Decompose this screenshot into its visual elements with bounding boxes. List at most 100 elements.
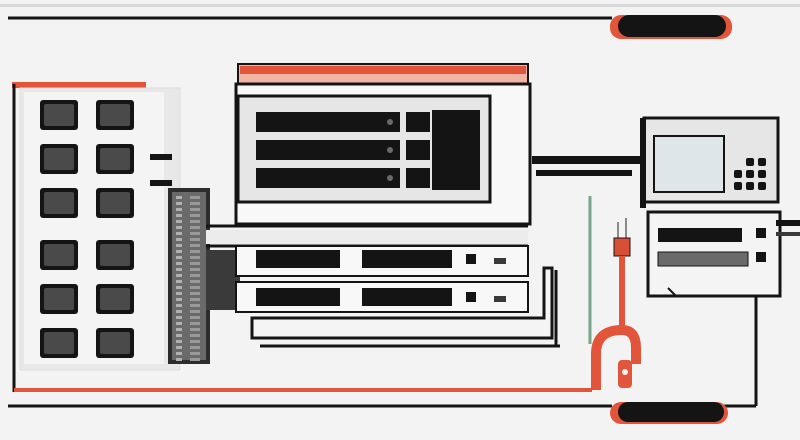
connector-pin (176, 346, 182, 349)
connector-pin (176, 226, 182, 229)
connector-pin (190, 304, 200, 307)
connector-column (168, 188, 240, 364)
connector-pin (176, 328, 182, 331)
rack-led (387, 119, 393, 125)
connector-pin (190, 316, 200, 319)
server-rack-icon (206, 63, 560, 348)
connector-pin (190, 292, 200, 295)
connector-pin (190, 358, 200, 361)
rack-window-side (406, 112, 430, 132)
connector-pin (190, 280, 200, 283)
keypad-button-face (100, 332, 130, 354)
connector-pin (190, 196, 200, 199)
monitor-screen (653, 135, 725, 193)
plug-cable-icon (591, 218, 641, 390)
connector-pin (190, 310, 200, 313)
connector-pin (176, 250, 182, 253)
connector-pin (176, 214, 182, 217)
connector-pin (176, 334, 182, 337)
connector-pin (176, 322, 182, 325)
connector-pin (176, 232, 182, 235)
rack-led (387, 147, 393, 153)
connector-pin (190, 328, 200, 331)
keypad-button-face (44, 148, 74, 170)
bottom-rail-cap (618, 402, 724, 422)
connector-pin (190, 334, 200, 337)
control-monitor-icon (640, 116, 800, 298)
monitor-buttons (734, 158, 766, 190)
connector-pin (190, 286, 200, 289)
connector-pin (190, 244, 200, 247)
rack-led (387, 175, 393, 181)
connector-pin (176, 352, 182, 355)
connector-pin (176, 316, 182, 319)
keypad-button-face (44, 332, 74, 354)
monitor-button (758, 170, 766, 178)
keypad-button-face (100, 244, 130, 266)
monitor-button (758, 158, 766, 166)
connector-pin (176, 358, 182, 361)
keypad-button-face (100, 104, 130, 126)
connector-pin (176, 292, 182, 295)
connector-stripes (176, 196, 200, 361)
connector-pin (190, 298, 200, 301)
connector-pin (176, 208, 182, 211)
rack-windows (256, 112, 430, 188)
keypad-button-face (44, 104, 74, 126)
bottom-rail (8, 296, 758, 424)
connector-pin (190, 322, 200, 325)
connector-pin (190, 208, 200, 211)
rack-window (256, 112, 400, 132)
keypad-panel-icon (12, 82, 181, 392)
keypad-button-face (44, 192, 74, 214)
connector-pin (190, 268, 200, 271)
monitor-button (746, 170, 754, 178)
connector-pin (190, 250, 200, 253)
connector-pin (176, 220, 182, 223)
monitor-button (758, 182, 766, 190)
keypad-button-face (44, 288, 74, 310)
keypad-button-face (100, 192, 130, 214)
connector-pin (176, 310, 182, 313)
connector-pin (176, 268, 182, 271)
monitor-button (746, 182, 754, 190)
connector-pin (190, 214, 200, 217)
top-rail (0, 4, 800, 39)
connector-pin (176, 196, 182, 199)
connector-pin (190, 352, 200, 355)
connector-pin (176, 256, 182, 259)
keypad-button-face (100, 148, 130, 170)
rack-window (256, 140, 400, 160)
keypad-buttons (40, 100, 134, 358)
rack-window-side (406, 168, 430, 188)
connector-pin (176, 298, 182, 301)
monitor-button (746, 158, 754, 166)
connector-pin (176, 274, 182, 277)
connector-pin (176, 262, 182, 265)
keypad-top-accent (12, 82, 146, 88)
connector-pin (190, 346, 200, 349)
connector-pin (190, 238, 200, 241)
connector-pin (176, 202, 182, 205)
top-rail-cap (618, 15, 726, 37)
connector-pin (190, 256, 200, 259)
connector-pin (190, 262, 200, 265)
connector-pin (190, 274, 200, 277)
connector-pin (176, 304, 182, 307)
rack-window-side (406, 140, 430, 160)
connector-pin (176, 340, 182, 343)
connector-pin (190, 202, 200, 205)
connector-pin (176, 238, 182, 241)
monitor-button (734, 170, 742, 178)
connector-pin (176, 286, 182, 289)
rack-window (256, 168, 400, 188)
connector-pin (190, 226, 200, 229)
keypad-button-face (44, 244, 74, 266)
connector-pin (176, 280, 182, 283)
monitor-button (734, 182, 742, 190)
rack-to-monitor-cable (532, 156, 640, 344)
connector-pin (176, 244, 182, 247)
connector-pin (190, 340, 200, 343)
